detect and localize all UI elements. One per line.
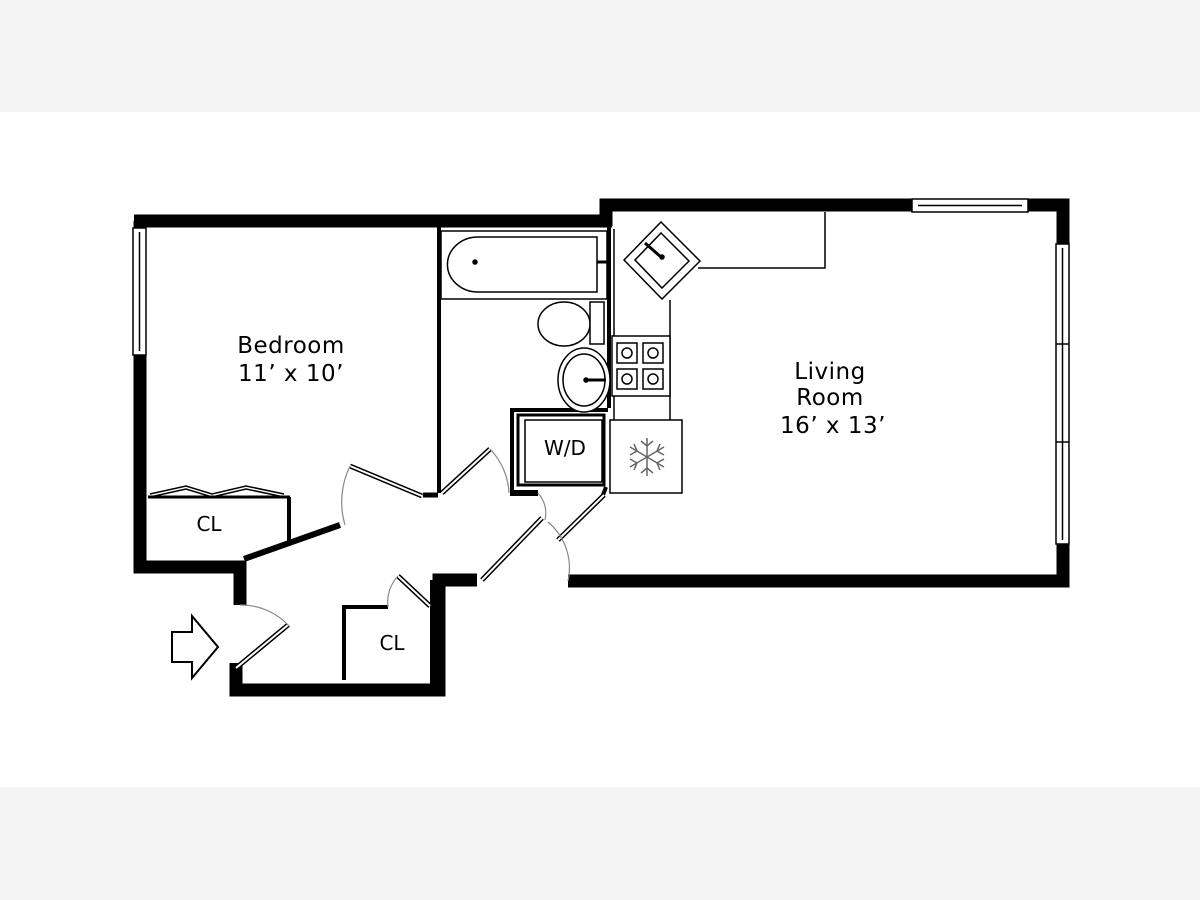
interior-walls — [148, 227, 611, 684]
entry-arrow-icon — [171, 613, 220, 681]
bedroom-door[interactable] — [341, 463, 423, 526]
kitchen — [613, 212, 826, 420]
living-room-name-line1: Living — [794, 359, 865, 385]
bathroom-sink — [557, 347, 611, 413]
top-band — [0, 0, 1200, 112]
washer-dryer — [516, 413, 606, 487]
windows — [132, 198, 1070, 545]
doors — [234, 447, 606, 670]
bottom-band — [0, 787, 1200, 900]
washer-dryer-label: W/D — [544, 436, 586, 460]
washer-dryer-door[interactable] — [480, 492, 547, 582]
bedroom-dims: 11’ x 10’ — [238, 361, 344, 387]
bedroom-closet-label: CL — [196, 512, 222, 536]
living-room-name-line2: Room — [796, 385, 864, 411]
refrigerator — [609, 419, 683, 494]
entry-closet-door[interactable] — [387, 574, 432, 608]
toilet — [537, 301, 605, 347]
snowflake-icon — [629, 438, 665, 476]
living-room-dims: 16’ x 13’ — [780, 413, 886, 439]
labels: Bedroom 11’ x 10’ Living Room 16’ x 13’ … — [196, 333, 886, 655]
front-door[interactable] — [234, 604, 291, 670]
living-room-door[interactable] — [547, 493, 606, 582]
bedroom-name: Bedroom — [237, 333, 345, 359]
bathtub — [440, 230, 608, 300]
bathroom-door[interactable] — [440, 447, 510, 495]
entry-closet-label: CL — [379, 631, 405, 655]
stove — [611, 335, 671, 397]
exterior-walls — [133, 198, 1070, 697]
bifold-doors — [149, 485, 285, 498]
